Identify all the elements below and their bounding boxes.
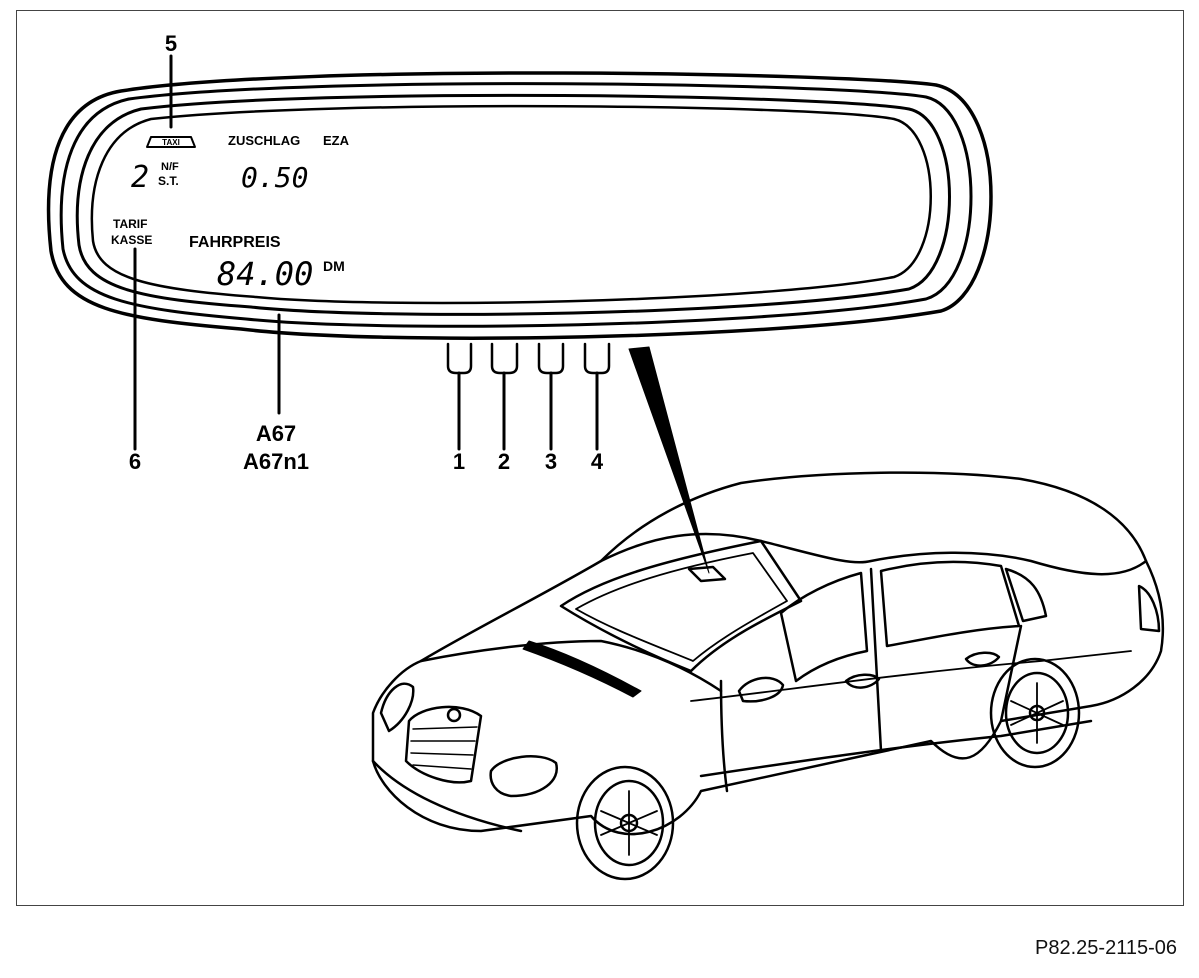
front-tire (575, 765, 675, 881)
hood-line (419, 639, 723, 693)
fahrpreis-label: FAHRPREIS (189, 234, 281, 251)
callout-1: 1 (453, 449, 465, 474)
grille-bars (410, 726, 478, 770)
fahrpreis-value: 84.00 (217, 255, 313, 293)
windshield-inner (575, 552, 788, 662)
callout-4: 4 (591, 449, 604, 474)
windshield (559, 539, 803, 673)
mirror-middle-edge (59, 82, 973, 328)
tarif-label: TARIF (113, 217, 147, 231)
front-door-line (719, 679, 729, 793)
front-rim (593, 779, 665, 867)
car-illustration (371, 471, 1165, 881)
front-bumper (371, 759, 523, 833)
callout-3: 3 (545, 449, 557, 474)
figure-code: P82.25-2115-06 (1035, 937, 1177, 959)
callout-6: 6 (129, 449, 141, 474)
rear-door-handle (964, 651, 1001, 667)
right-headlight (489, 755, 559, 798)
st-label: S.T. (158, 174, 179, 188)
rear-hub (1028, 704, 1046, 722)
rear-rim-spokes (1010, 682, 1064, 744)
front-door-handle (844, 673, 881, 689)
roof-line (599, 532, 1148, 576)
mirror-buttons (446, 342, 611, 375)
pointer-wedge (628, 346, 710, 574)
currency-label: DM (323, 258, 345, 274)
b-pillar-line (869, 567, 883, 753)
button-2 (490, 342, 519, 375)
rear-tire (989, 657, 1081, 769)
button-1 (446, 342, 473, 375)
tail-light (1137, 584, 1161, 633)
side-strip (699, 719, 1093, 778)
taxi-sign-outline (146, 136, 196, 148)
taxi-sign-text: TAXI (162, 138, 180, 147)
diagram-frame: 5 TAXI ZUSCHLAG EZA 2 N/F S.T. 0.50 TARI… (16, 10, 1184, 906)
front-hub (619, 813, 639, 833)
zuschlag-value: 0.50 (241, 161, 308, 194)
rear-view-mirror (46, 71, 993, 340)
quarter-window (1004, 567, 1048, 623)
eza-label: EZA (323, 133, 350, 148)
leader-lines (133, 54, 599, 451)
mirror-glass-edge (90, 104, 932, 305)
interior-mirror (687, 565, 727, 583)
mirror-outer-edge (46, 71, 993, 340)
rear-wheel (989, 657, 1081, 769)
side-mirror (737, 676, 785, 703)
character-line (690, 650, 1132, 702)
rear-door-line (999, 624, 1023, 723)
front-grille (404, 705, 483, 784)
car-outline (371, 471, 1165, 836)
zuschlag-label: ZUSCHLAG (228, 133, 300, 148)
component-label-a67: A67 (256, 421, 296, 446)
mirror-taximeter-diagram: 5 TAXI ZUSCHLAG EZA 2 N/F S.T. 0.50 TARI… (46, 31, 1165, 881)
callout-5: 5 (165, 31, 177, 56)
front-rim-spokes (600, 790, 658, 856)
star-emblem (446, 707, 462, 723)
left-headlight (379, 682, 415, 733)
hood-vent (522, 640, 642, 698)
rear-rim (1004, 671, 1070, 755)
nf-label: N/F (161, 161, 179, 173)
mirror-inner-edge (75, 93, 951, 316)
front-door-window (779, 571, 869, 683)
tariff-digit: 2 (131, 160, 149, 195)
front-wheel (575, 765, 675, 881)
component-label-a67n1: A67n1 (243, 449, 309, 474)
rear-door-window (879, 560, 1021, 648)
button-3 (537, 342, 565, 375)
callout-2: 2 (498, 449, 510, 474)
taxi-sign-pictogram (146, 136, 196, 148)
kasse-label: KASSE (111, 233, 152, 247)
button-4 (583, 342, 611, 375)
